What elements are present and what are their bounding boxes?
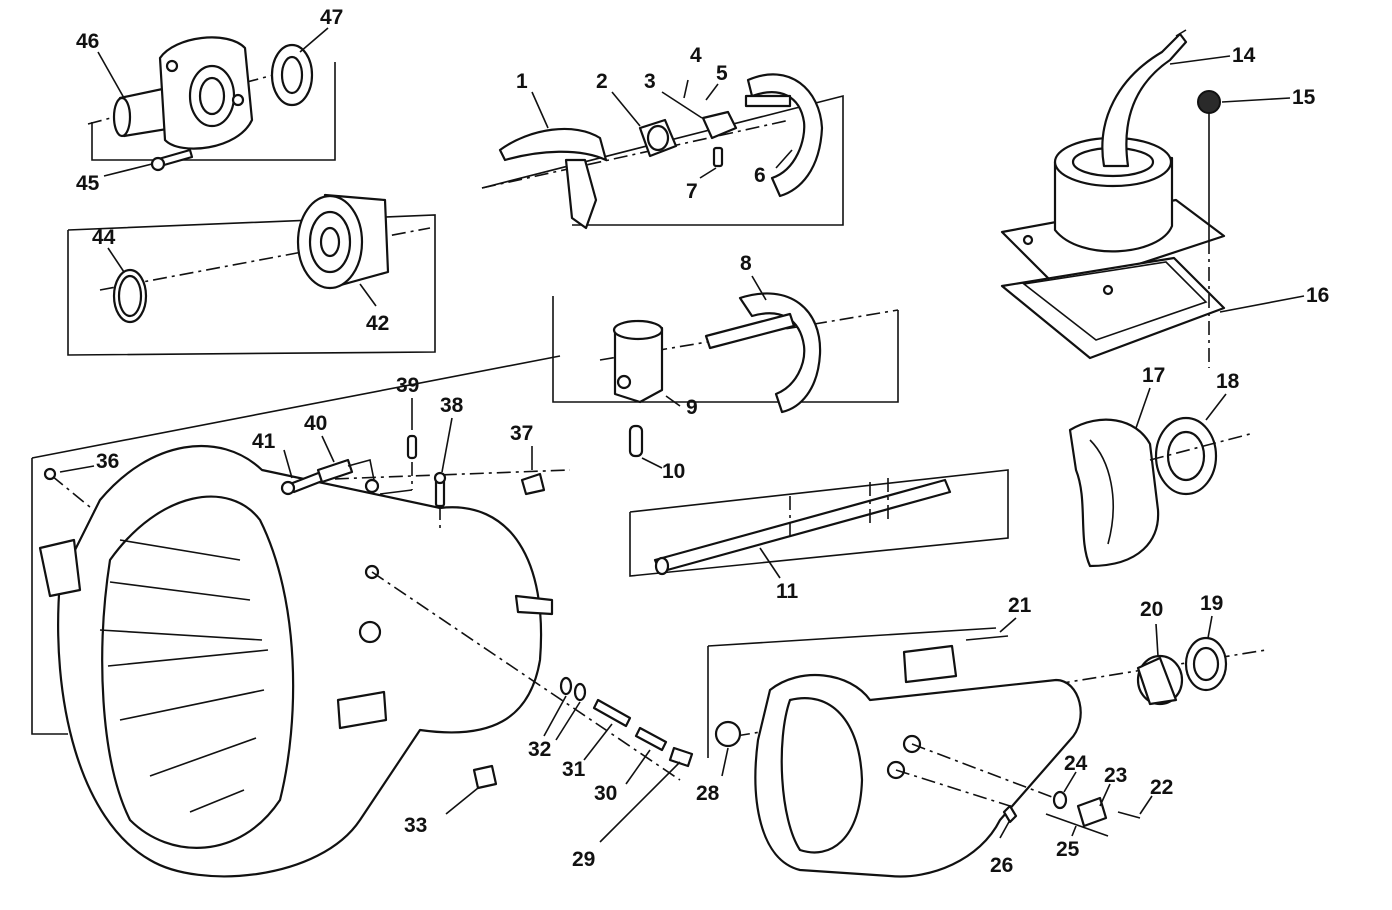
callout-6: 6 xyxy=(754,164,766,187)
callout-26: 26 xyxy=(990,854,1013,877)
bearing-group: 44 42 xyxy=(67,193,436,356)
callout-23: 23 xyxy=(1104,764,1127,787)
callout-15: 15 xyxy=(1292,86,1316,109)
bell-housing-group: 36 41 40 39 38 37 xyxy=(31,355,681,878)
callout-20: 20 xyxy=(1140,598,1163,621)
callout-32: 32 xyxy=(528,738,551,761)
extension-housing-group: 17 18 xyxy=(1068,364,1251,568)
callout-38: 38 xyxy=(440,394,464,417)
callout-24: 24 xyxy=(1064,752,1088,775)
shift-rail-group: 11 xyxy=(629,469,1009,603)
callout-18: 18 xyxy=(1216,370,1240,393)
callout-33: 33 xyxy=(404,814,427,837)
callout-25: 25 xyxy=(1056,838,1080,861)
callout-31: 31 xyxy=(562,758,586,781)
callout-28: 28 xyxy=(696,782,720,805)
callout-2: 2 xyxy=(596,70,608,93)
callout-29: 29 xyxy=(572,848,595,871)
callout-10: 10 xyxy=(662,460,685,483)
callout-11: 11 xyxy=(776,580,799,603)
callout-40: 40 xyxy=(304,412,327,435)
callout-3: 3 xyxy=(644,70,656,93)
callout-36: 36 xyxy=(96,450,119,473)
callout-4: 4 xyxy=(690,44,702,67)
callout-14: 14 xyxy=(1232,44,1256,67)
callout-47: 47 xyxy=(320,6,343,29)
rear-case-group: 21 20 19 22 23 24 25 26 28 xyxy=(696,592,1267,878)
callout-44: 44 xyxy=(92,226,116,249)
callout-41: 41 xyxy=(252,430,276,453)
callout-46: 46 xyxy=(76,30,99,53)
shifter-assembly: 14 15 16 xyxy=(1000,29,1329,368)
callout-37: 37 xyxy=(510,422,533,445)
shift-fork-group-upper: 1 2 3 4 5 7 6 xyxy=(481,44,844,230)
bearing-retainer-group: 46 47 45 xyxy=(76,6,343,195)
callout-22: 22 xyxy=(1150,776,1173,799)
callout-39: 39 xyxy=(396,374,419,397)
callout-7: 7 xyxy=(686,180,698,203)
callout-1: 1 xyxy=(516,70,528,93)
callout-16: 16 xyxy=(1306,284,1329,307)
detent-parts-group: 32 31 30 29 33 xyxy=(404,676,694,871)
callout-30: 30 xyxy=(594,782,617,805)
callout-5: 5 xyxy=(716,62,728,85)
callout-19: 19 xyxy=(1200,592,1223,615)
callout-21: 21 xyxy=(1008,594,1032,617)
callout-9: 9 xyxy=(686,396,698,419)
callout-17: 17 xyxy=(1142,364,1165,387)
callout-8: 8 xyxy=(740,252,752,275)
shift-fork-group-middle: 8 9 10 xyxy=(552,252,899,483)
callout-42: 42 xyxy=(366,312,389,335)
callout-45: 45 xyxy=(76,172,100,195)
